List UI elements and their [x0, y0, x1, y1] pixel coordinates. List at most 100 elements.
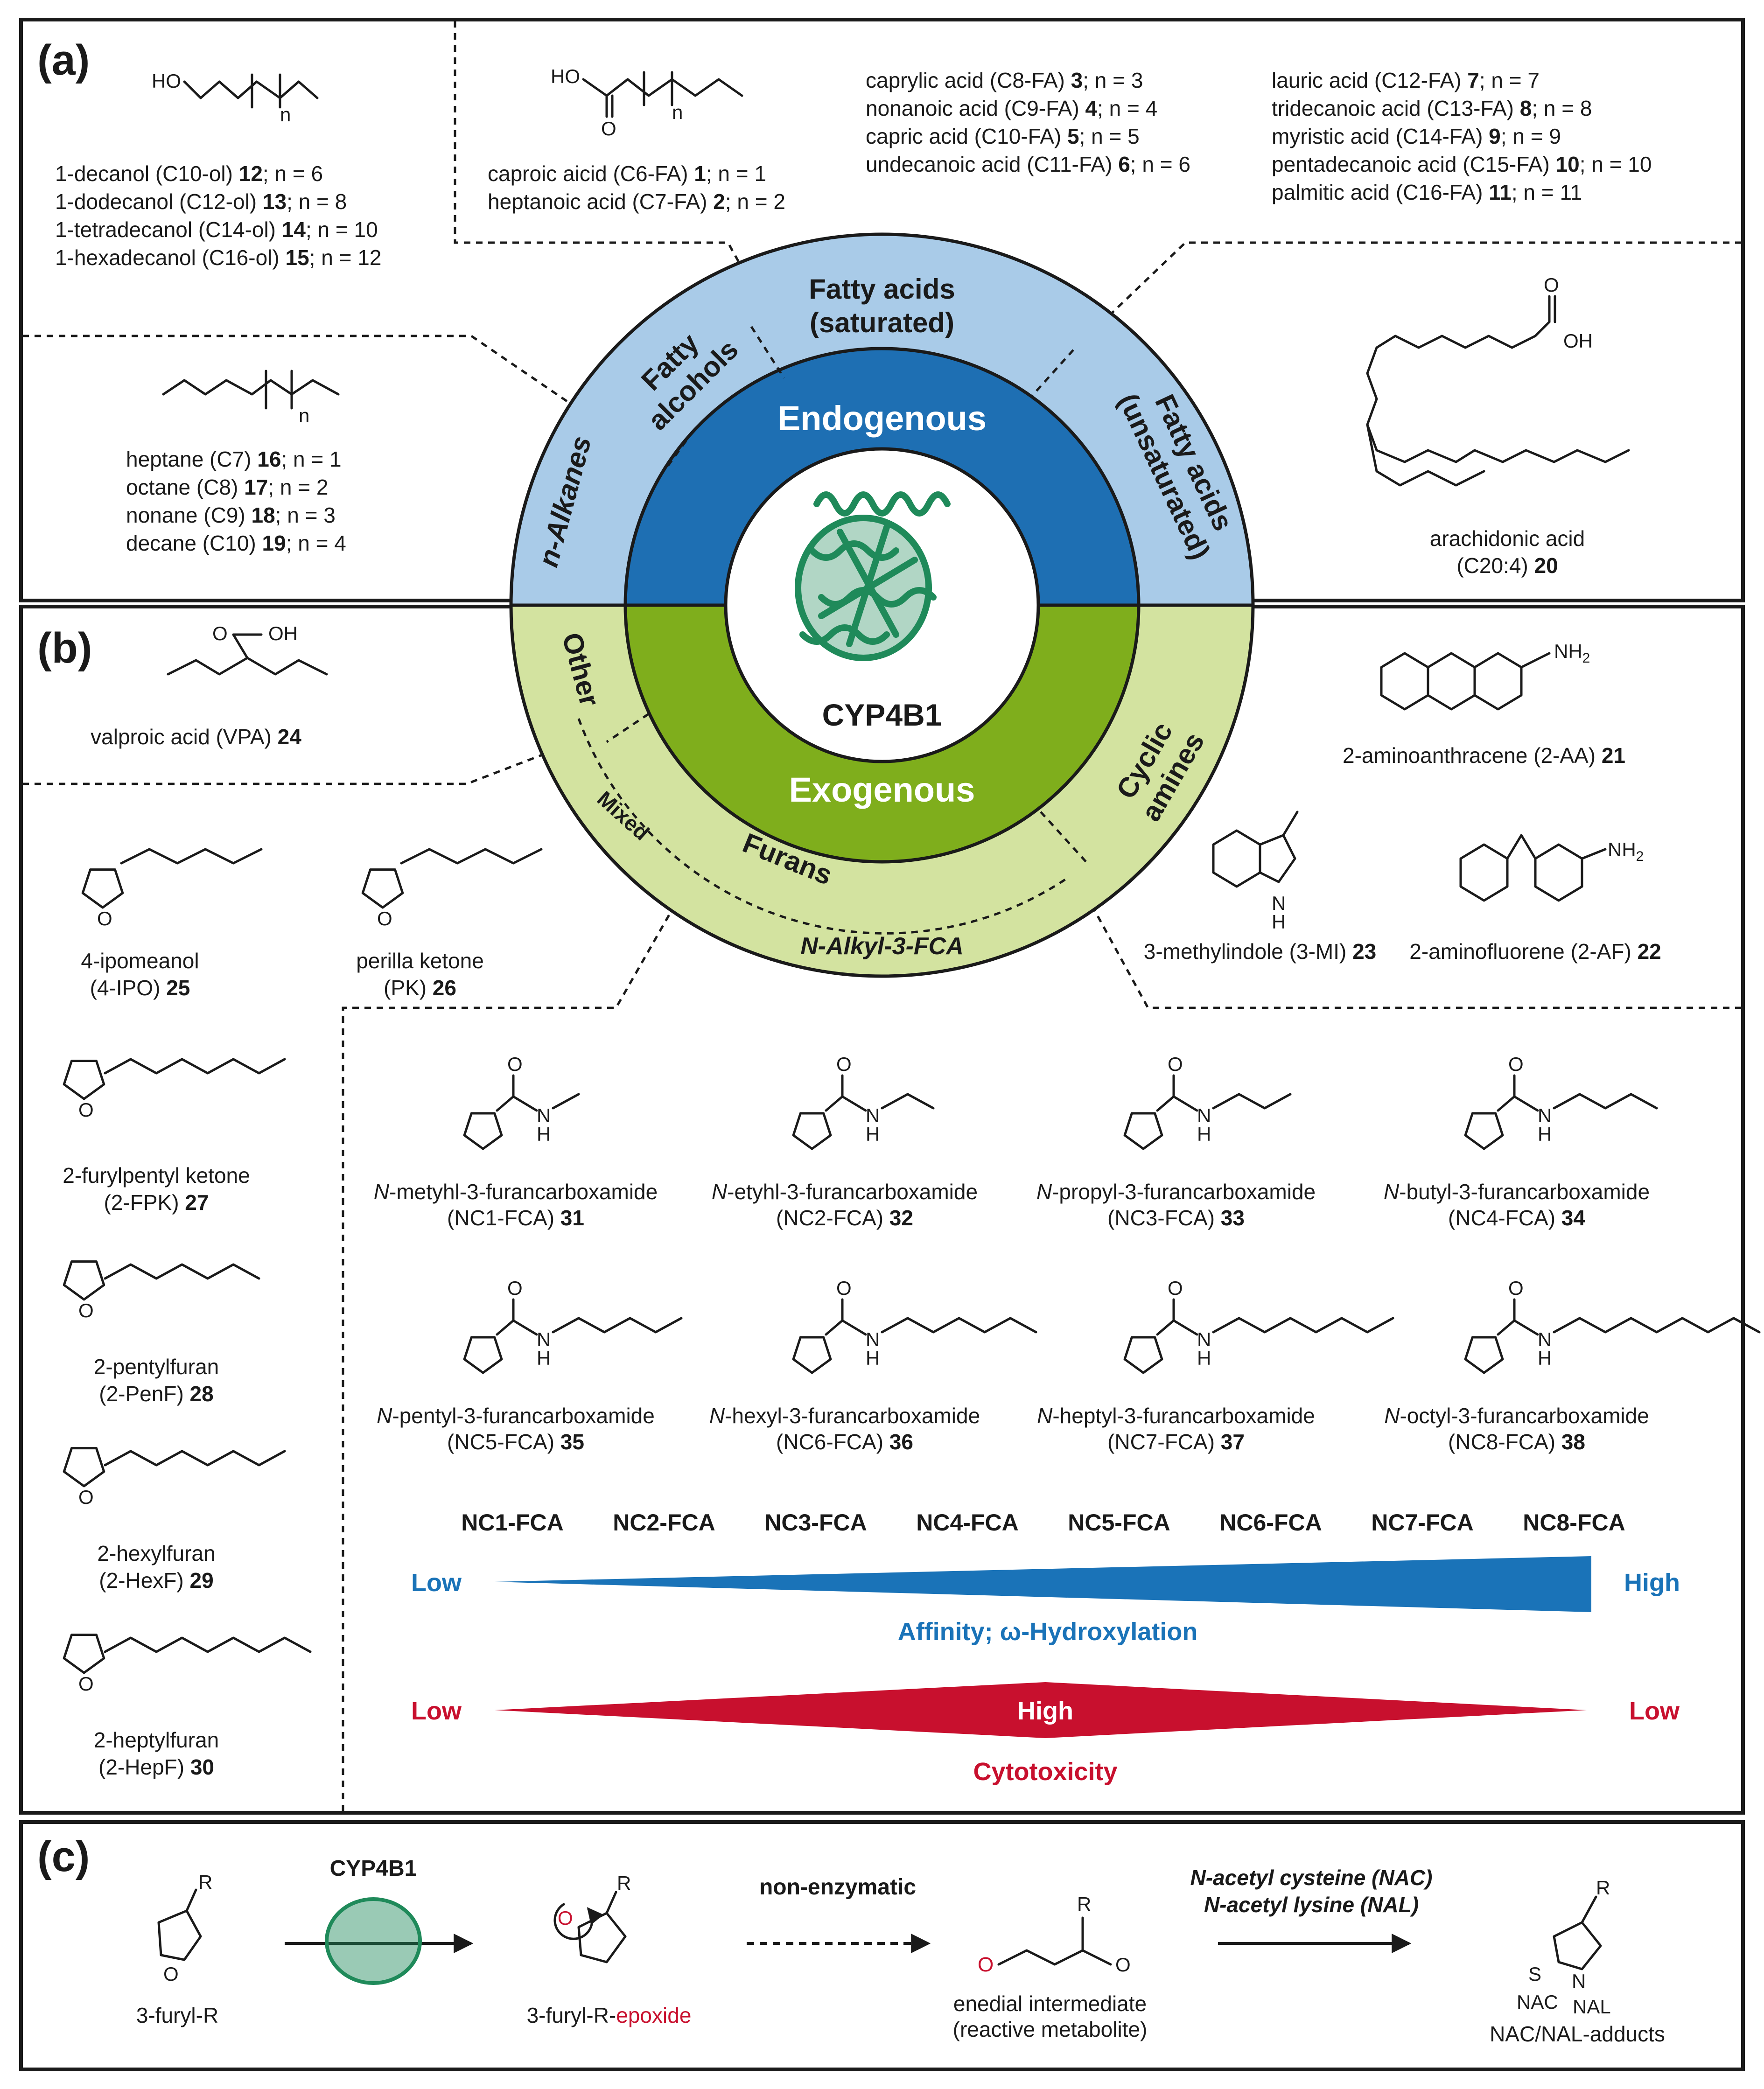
svg-text:OH: OH: [1563, 330, 1593, 352]
ipo-label-2: (4-IPO) 25: [90, 976, 190, 1000]
mid-fa-item-2: nonanoic acid (C9-FA) 4; n = 4: [866, 96, 1157, 120]
short-fa-item-1: caproic aicid (C6-FA) 1; n = 1: [488, 161, 766, 186]
fca-code-6: (NC6-FCA) 36: [776, 1430, 913, 1454]
nca-label-4: NC4-FCA: [916, 1509, 1018, 1536]
nca-label-3: NC3-FCA: [764, 1509, 867, 1536]
pk-label-1: perilla ketone: [356, 949, 484, 973]
nca-label-8: NC8-FCA: [1523, 1509, 1625, 1536]
svg-text:N: N: [1538, 1328, 1552, 1350]
nca-label-6: NC6-FCA: [1219, 1509, 1322, 1536]
svg-text:O: O: [212, 622, 228, 644]
svg-text:O: O: [601, 118, 616, 140]
aminoanthracene-structure: NH2: [1380, 640, 1590, 711]
penf-label-2: (2-PenF) 28: [99, 1382, 213, 1406]
panel-b-label: (b): [37, 624, 92, 672]
n-alkyl-fca-label: N-Alkyl-3-FCA: [800, 933, 964, 960]
penf-label-1: 2-pentylfuran: [94, 1355, 219, 1379]
fca-grid: ONHN-metyhl-3-furancarboxamide(NC1-FCA) …: [374, 1053, 1761, 1454]
fca-code-2: (NC2-FCA) 32: [776, 1206, 913, 1230]
affinity-caption: Affinity; ω-Hydroxylation: [898, 1618, 1198, 1646]
long-fa-item-3: myristic acid (C14-FA) 9; n = 9: [1272, 124, 1561, 148]
fatty-acids-sat-label-1: Fatty acids: [809, 273, 955, 305]
protein-structure-icon: [795, 491, 951, 661]
ipo-label-1: 4-ipomeanol: [81, 949, 199, 973]
svg-text:N: N: [1572, 1970, 1586, 1992]
svg-text:NAC: NAC: [1517, 1991, 1558, 2013]
fca-code-8: (NC8-FCA) 38: [1448, 1430, 1585, 1454]
af-label: 2-aminofluorene (2-AF) 22: [1409, 939, 1661, 964]
svg-text:N: N: [537, 1104, 551, 1126]
fca-code-7: (NC7-FCA) 37: [1107, 1430, 1245, 1454]
fpk-label-1: 2-furylpentyl ketone: [63, 1163, 250, 1188]
svg-text:H: H: [1538, 1123, 1552, 1145]
alcohol-list: 1-decanol (C10-ol) 12; n = 61-dodecanol …: [55, 161, 381, 270]
svg-text:R: R: [1596, 1877, 1610, 1899]
fpk-label-2: (2-FPK) 27: [104, 1190, 209, 1215]
svg-text:N: N: [537, 1328, 551, 1350]
fca-name-7: N-heptyl-3-furancarboxamide: [1037, 1404, 1315, 1428]
svg-text:O: O: [558, 1907, 573, 1929]
svg-text:N: N: [1197, 1328, 1211, 1350]
fca-code-3: (NC3-FCA) 33: [1107, 1206, 1245, 1230]
exogenous-label: Exogenous: [789, 770, 975, 809]
svg-text:H: H: [866, 1123, 880, 1145]
svg-text:OH: OH: [268, 622, 298, 644]
long-fa-item-1: lauric acid (C12-FA) 7; n = 7: [1272, 68, 1540, 92]
svg-text:R: R: [617, 1872, 631, 1894]
svg-text:N: N: [1272, 892, 1286, 914]
nca-label-7: NC7-FCA: [1371, 1509, 1473, 1536]
mid-fa-item-3: capric acid (C10-FA) 5; n = 5: [866, 124, 1140, 148]
svg-text:O: O: [1544, 274, 1559, 296]
nca-label-2: NC2-FCA: [613, 1509, 715, 1536]
alkane-item-4: decane (C10) 19; n = 4: [126, 531, 346, 555]
svg-text:O: O: [1168, 1053, 1183, 1075]
aa-label: 2-aminoanthracene (2-AA) 21: [1343, 743, 1625, 768]
svg-text:H: H: [1197, 1347, 1211, 1369]
svg-text:O: O: [78, 1300, 94, 1321]
cyto-caption: Cytotoxicity: [973, 1758, 1117, 1786]
fca-name-8: N-octyl-3-furancarboxamide: [1384, 1404, 1649, 1428]
s1-label: 3-furyl-R: [136, 2003, 218, 2027]
hepf-label-2: (2-HepF) 30: [98, 1755, 214, 1779]
c-enzyme-label: CYP4B1: [330, 1856, 417, 1881]
svg-text:NH2: NH2: [1554, 640, 1590, 666]
svg-text:H: H: [866, 1347, 880, 1369]
svg-text:O: O: [1508, 1277, 1524, 1299]
svg-text:H: H: [537, 1347, 551, 1369]
fca-name-6: N-hexyl-3-furancarboxamide: [709, 1404, 980, 1428]
aminofluorene-structure: NH2: [1459, 834, 1644, 902]
fca-code-5: (NC5-FCA) 35: [447, 1430, 584, 1454]
svg-text:N: N: [1538, 1104, 1552, 1126]
cyto-high: High: [1017, 1697, 1073, 1725]
vpa-label: valproic acid (VPA) 24: [91, 725, 301, 749]
fca-name-2: N-etyhl-3-furancarboxamide: [712, 1180, 978, 1204]
long-fa-item-4: pentadecanoic acid (C15-FA) 10; n = 10: [1272, 152, 1652, 176]
long-fa-list: lauric acid (C12-FA) 7; n = 7tridecanoic…: [1272, 68, 1652, 204]
affinity-low: Low: [411, 1569, 462, 1597]
fca-code-4: (NC4-FCA) 34: [1448, 1206, 1585, 1230]
molecule-structures-b: OH O: [167, 622, 328, 676]
protein-structure-icon-small: [325, 1897, 422, 1985]
short-fa-item-2: heptanoic acid (C7-FA) 2; n = 2: [488, 189, 785, 214]
cyto-low-left: Low: [411, 1697, 462, 1725]
svg-text:N: N: [866, 1328, 880, 1350]
molecule-structures: HO n HO O n n O OH: [152, 65, 1630, 487]
svg-text:HO: HO: [152, 70, 181, 92]
s2-label: 3-furyl-R-epoxide: [527, 2003, 692, 2027]
alkane-item-2: octane (C8) 17; n = 2: [126, 475, 328, 499]
alcohol-item-3: 1-tetradecanol (C14-ol) 14; n = 10: [55, 217, 378, 242]
svg-text:O: O: [507, 1053, 523, 1075]
panel-c-frame: [19, 1820, 1745, 2071]
svg-text:O: O: [163, 1963, 179, 1985]
svg-text:O: O: [78, 1099, 94, 1121]
fca-name-1: N-metyhl-3-furancarboxamide: [374, 1180, 658, 1204]
alcohol-item-1: 1-decanol (C10-ol) 12; n = 6: [55, 161, 323, 186]
arachidonic-label-1: arachidonic acid: [1430, 526, 1585, 551]
short-fa-list: caproic aicid (C6-FA) 1; n = 1 heptanoic …: [488, 161, 785, 214]
svg-text:O: O: [836, 1053, 852, 1075]
svg-text:R: R: [198, 1871, 212, 1893]
s4-label: NAC/NAL-adducts: [1490, 2022, 1665, 2046]
